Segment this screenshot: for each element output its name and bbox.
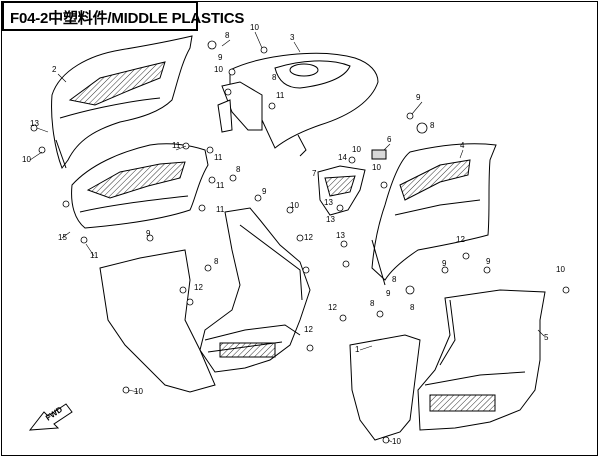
- callout-6: 6: [387, 135, 392, 144]
- callout-12: 12: [304, 233, 313, 242]
- part-7-bracket: [317, 165, 366, 216]
- callout-11c: 11: [214, 153, 223, 162]
- callout-13b: 13: [324, 198, 333, 207]
- callout-9f: 9: [486, 257, 491, 266]
- callout-11: 11: [276, 91, 285, 100]
- callout-11b: 11: [172, 141, 181, 150]
- fastener: [207, 40, 217, 50]
- callout-9e: 9: [442, 259, 447, 268]
- callout-2: 2: [52, 65, 57, 74]
- fastener: [380, 181, 388, 189]
- part-5-right-floorboard: [349, 289, 546, 441]
- fastener: [146, 234, 154, 242]
- callout-10h: 10: [134, 387, 143, 396]
- fastener: [208, 176, 216, 184]
- fastener: [340, 240, 348, 248]
- fastener: [179, 286, 187, 294]
- fastener: [286, 206, 294, 214]
- title-box: F04-2中塑料件/MIDDLE PLASTICS: [2, 1, 244, 31]
- fastener: [38, 146, 46, 154]
- fastener: [348, 156, 356, 164]
- callout-10: 10: [22, 155, 31, 164]
- callout-10c: 10: [214, 65, 223, 74]
- fastener: [382, 436, 390, 444]
- fastener: [562, 286, 570, 294]
- callout-12b: 12: [194, 283, 203, 292]
- callout-10e: 10: [372, 163, 381, 172]
- fastener: [254, 194, 262, 202]
- callout-8h: 8: [410, 303, 415, 312]
- fastener: [296, 234, 304, 242]
- callout-8: 8: [225, 31, 230, 40]
- callout-4: 4: [460, 141, 465, 150]
- callout-13d: 13: [336, 231, 345, 240]
- callout-12e: 12: [304, 325, 313, 334]
- callout-9c: 9: [262, 187, 267, 196]
- part-3-center-cowl: [217, 52, 379, 157]
- callout-9b: 9: [416, 93, 421, 102]
- fastener: [228, 68, 236, 76]
- fastener: [406, 112, 414, 120]
- leader-lines: [29, 31, 545, 443]
- callout-12d: 12: [328, 303, 337, 312]
- fastener: [336, 204, 344, 212]
- callout-10i: 10: [392, 437, 401, 446]
- callout-8e: 8: [214, 257, 219, 266]
- callout-10f: 10: [290, 201, 299, 210]
- part-11-left-inner-panel: [71, 143, 209, 229]
- fastener: [416, 122, 428, 134]
- callout-11e: 11: [216, 205, 225, 214]
- part-2-left-upper-panel: [51, 35, 193, 170]
- fastener: [62, 200, 70, 208]
- fasteners: [30, 40, 570, 444]
- fastener: [198, 204, 206, 212]
- callout-9g: 9: [386, 289, 391, 298]
- callout-11d: 11: [216, 181, 225, 190]
- fastener: [229, 174, 237, 182]
- page-title: F04-2中塑料件/MIDDLE PLASTICS: [10, 10, 245, 27]
- callout-13c: 13: [326, 215, 335, 224]
- fastener: [339, 314, 347, 322]
- callout-12c: 12: [456, 235, 465, 244]
- callout-8c: 8: [430, 121, 435, 130]
- fastener: [306, 344, 314, 352]
- callout-3: 3: [290, 33, 295, 42]
- part-1-left-floorboard: [99, 207, 311, 393]
- callout-1: 1: [355, 345, 360, 354]
- fwd-arrow-icon: FWD: [28, 403, 73, 431]
- fastener: [376, 310, 384, 318]
- callout-9d: 9: [146, 229, 151, 238]
- callout-14: 14: [338, 153, 347, 162]
- callout-7: 7: [312, 169, 317, 178]
- fastener: [302, 266, 310, 274]
- fastener: [204, 264, 212, 272]
- part-6-clip: [371, 149, 387, 160]
- part-4-right-upper-fender: [371, 143, 497, 286]
- callout-8b: 8: [272, 73, 277, 82]
- callout-9: 9: [218, 53, 223, 62]
- fastener: [268, 102, 276, 110]
- fastener: [342, 260, 350, 268]
- fastener: [80, 236, 88, 244]
- callout-10g: 10: [556, 265, 565, 274]
- callout-8g: 8: [370, 299, 375, 308]
- fastener: [260, 46, 268, 54]
- callout-8f: 8: [392, 275, 397, 284]
- callout-5: 5: [544, 333, 549, 342]
- fastener: [405, 285, 415, 295]
- callout-8d: 8: [236, 165, 241, 174]
- callout-13: 13: [30, 119, 39, 128]
- callout-10b: 10: [250, 23, 259, 32]
- callout-10d: 10: [352, 145, 361, 154]
- fastener: [224, 88, 232, 96]
- fastener: [483, 266, 491, 274]
- fastener: [462, 252, 470, 260]
- fastener: [186, 298, 194, 306]
- callout-11f: 11: [90, 251, 99, 260]
- fastener: [441, 266, 449, 274]
- fastener: [206, 146, 214, 154]
- callout-labels: 2 13 10 8 10 3 9 10 8 11 9 8 11 11 6 4 1…: [22, 23, 565, 446]
